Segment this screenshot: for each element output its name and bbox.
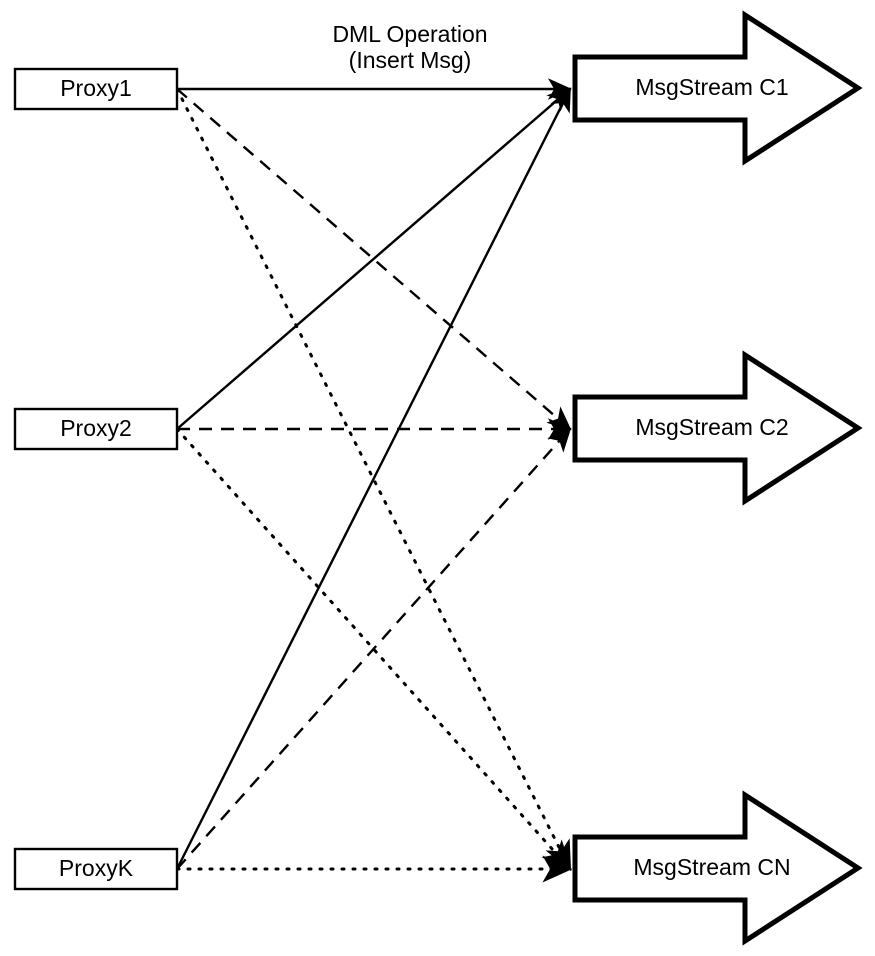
edge-proxyk-to-c2: [176, 427, 572, 870]
proxy-label: Proxy2: [60, 415, 132, 441]
edges-layer: [175, 78, 573, 883]
proxy-box: [13, 67, 179, 111]
proxy-label: Proxy1: [60, 75, 132, 101]
proxy-label: ProxyK: [59, 855, 134, 881]
edge-proxy2-to-cn: [175, 427, 572, 871]
edge-label-line1: DML Operation: [332, 21, 487, 47]
stream-node-stream_cn[interactable]: MsgStream CN: [572, 790, 863, 946]
edge-label-group: DML Operation (Insert Msg): [332, 21, 487, 73]
proxy-box: [13, 407, 179, 451]
edge-proxyk-to-c1: [175, 87, 572, 870]
stream-node-stream_c1[interactable]: MsgStream C1: [572, 10, 863, 166]
stream-label: MsgStream C2: [635, 414, 788, 440]
stream-arrow-shape: [572, 350, 863, 506]
proxy-node-proxyk[interactable]: ProxyK: [13, 847, 179, 891]
edge-proxy2-to-c1: [176, 87, 572, 430]
stream-arrow-shape: [572, 10, 863, 166]
streams-layer: MsgStream C1 MsgStream C2 MsgStream CN: [572, 10, 863, 946]
edge-label-line2: (Insert Msg): [349, 47, 472, 73]
stream-label: MsgStream C1: [635, 74, 788, 100]
proxy-node-proxy1[interactable]: Proxy1: [13, 67, 179, 111]
proxy-node-proxy2[interactable]: Proxy2: [13, 407, 179, 451]
proxy-box: [13, 847, 179, 891]
stream-arrow-shape: [572, 790, 863, 946]
stream-node-stream_c2[interactable]: MsgStream C2: [572, 350, 863, 506]
stream-label: MsgStream CN: [633, 854, 790, 880]
edge-proxy1-to-cn: [175, 87, 572, 872]
